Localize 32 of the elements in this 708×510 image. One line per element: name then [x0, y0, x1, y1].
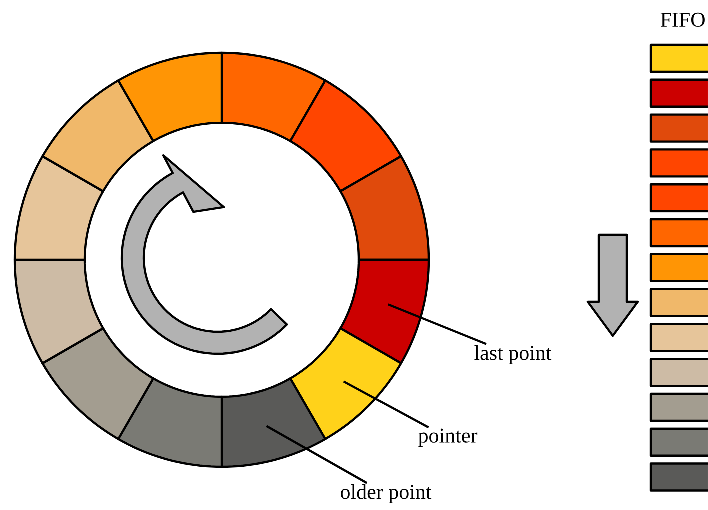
ring-segment	[220, 52, 327, 142]
ring-segment	[42, 327, 155, 440]
leader-label: last point	[474, 345, 552, 364]
leader-line	[388, 304, 487, 346]
ring-segment	[42, 80, 155, 193]
queue-slot	[650, 44, 708, 74]
ring-segment	[289, 327, 402, 440]
ring-segment	[14, 258, 104, 365]
queue-slot	[650, 184, 708, 213]
queue-slot	[650, 253, 708, 282]
queue-slot	[650, 148, 708, 178]
queue-slot	[650, 288, 708, 318]
ring-segment	[340, 155, 430, 262]
ring-segment	[289, 80, 402, 193]
ring-segment	[340, 258, 430, 365]
leader-line	[343, 380, 430, 429]
leader-line	[266, 425, 368, 484]
queue-slot	[650, 114, 708, 143]
queue-slot	[650, 462, 708, 492]
ring-segment	[220, 378, 327, 468]
queue-heading: FIFO	[660, 12, 705, 28]
ring-segment	[14, 155, 104, 262]
queue-slot	[650, 392, 708, 422]
queue-slot	[650, 218, 708, 248]
leader-label: older point	[341, 484, 432, 504]
queue-slot	[650, 428, 708, 457]
leader-label: pointer	[418, 428, 478, 448]
queue-slot	[650, 78, 708, 108]
queue-slot	[650, 323, 708, 352]
queue-slot	[650, 358, 708, 388]
ring-segment	[117, 378, 224, 468]
ring-segment	[117, 52, 224, 142]
